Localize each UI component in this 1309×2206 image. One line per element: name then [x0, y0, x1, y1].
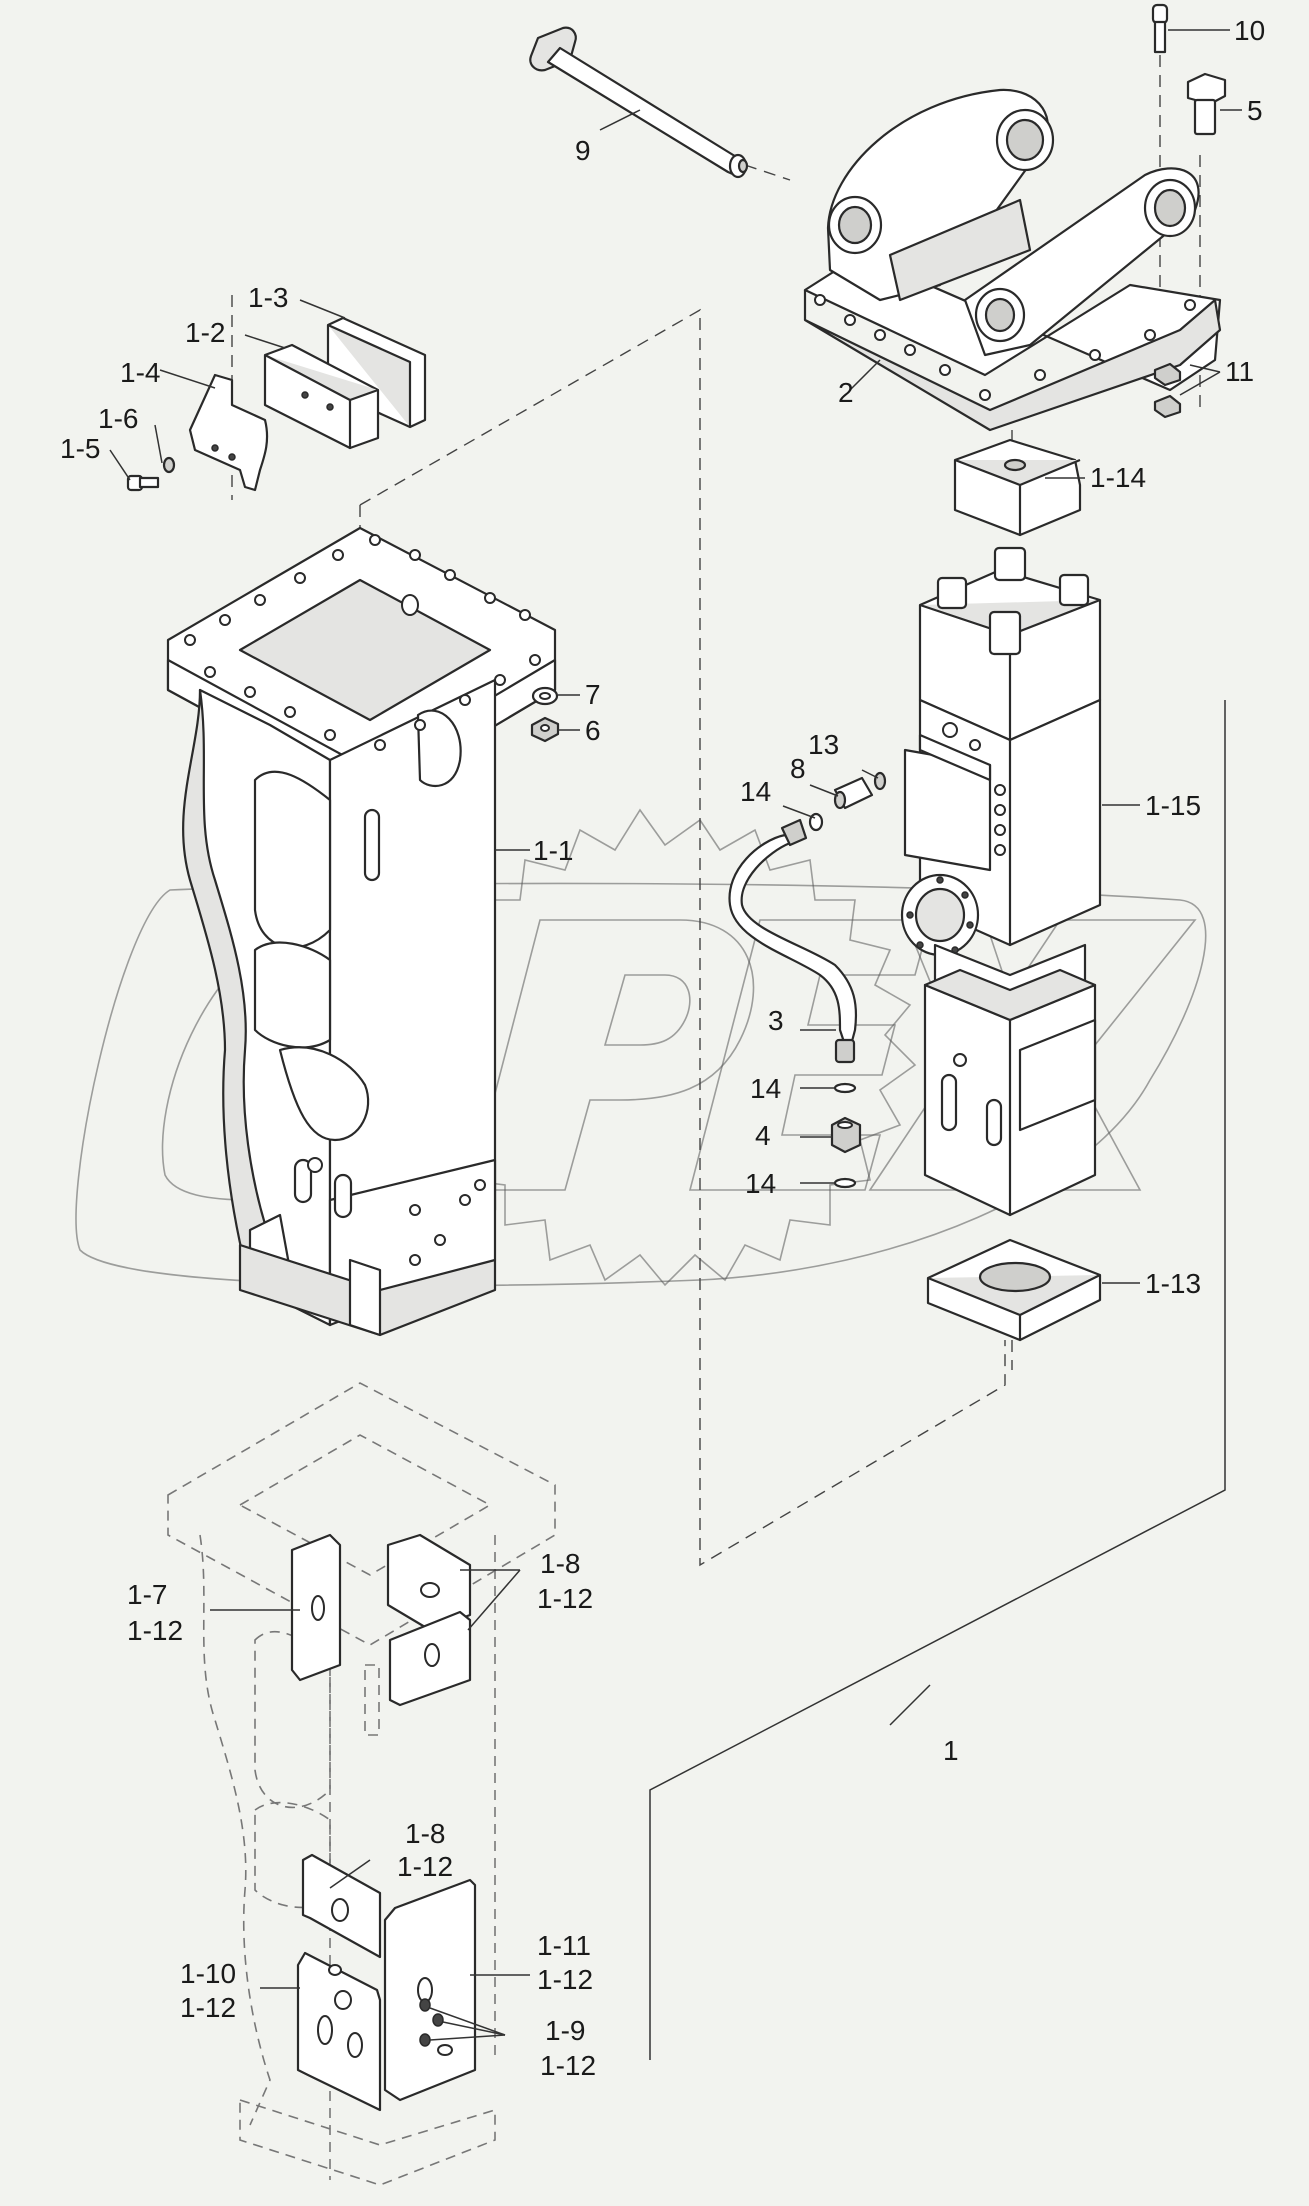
label-1-14: 1-14 [1090, 462, 1146, 493]
label-1-12-e: 1-12 [180, 1992, 236, 2023]
part-1-13-bushing [926, 1238, 1102, 1342]
part-14-o-ring-low [833, 1177, 857, 1189]
part-8-adapter [833, 776, 874, 810]
label-1-5: 1-5 [60, 433, 100, 464]
part-1-8-wear-plate-lower [301, 1853, 382, 1959]
label-1-4: 1-4 [120, 357, 160, 388]
part-1-14-buffer [953, 438, 1082, 537]
part-1-10-wear-plate [296, 1951, 382, 2112]
label-1-6: 1-6 [98, 403, 138, 434]
label-1-12-d: 1-12 [537, 1964, 593, 1995]
label-1-12-a: 1-12 [127, 1615, 183, 1646]
part-10-long-bolt [1151, 3, 1169, 54]
label-1-12-f: 1-12 [540, 2050, 596, 2081]
part-1-2-block [263, 343, 380, 450]
callout-labels: 10 5 9 11 2 1-3 1-2 1-4 1-6 1-5 1-14 7 6… [60, 15, 1265, 2081]
label-1-7: 1-7 [127, 1579, 167, 1610]
part-14-o-ring-mid [833, 1082, 857, 1094]
part-1-4-clip [188, 373, 269, 492]
part-1-11-wear-plate [383, 1878, 477, 2102]
label-6: 6 [585, 715, 601, 746]
label-11: 11 [1225, 356, 1254, 387]
part-5-bolt [1186, 72, 1227, 136]
part-1-5-screw [126, 474, 160, 492]
part-1-7-wear-plate [290, 1533, 342, 1682]
part-1-8-wear-plate-upper [386, 1533, 472, 1707]
label-1-8-upper: 1-8 [540, 1548, 580, 1579]
label-1-10: 1-10 [180, 1958, 236, 1989]
part-6-nut [530, 716, 560, 743]
label-1-11: 1-11 [537, 1930, 591, 1961]
part-1-15-hammer [900, 546, 1102, 1217]
valve-ports [942, 722, 1006, 856]
label-1-9: 1-9 [545, 2015, 585, 2046]
ghost-housing-outline [167, 1382, 556, 2186]
label-14-top: 14 [740, 776, 771, 807]
label-10: 10 [1234, 15, 1265, 46]
part-7-washer [531, 686, 559, 706]
housing-bolt-holes [184, 534, 541, 1266]
label-8: 8 [790, 753, 806, 784]
label-1-12-b: 1-12 [537, 1583, 593, 1614]
bracket-bolt-holes [814, 294, 1196, 401]
label-7: 7 [585, 679, 601, 710]
part-1-9-bolts [419, 1998, 444, 2047]
label-3: 3 [768, 1005, 784, 1036]
label-14-mid: 14 [750, 1073, 781, 1104]
leader-lines [109, 29, 1242, 2041]
part-4-nipple [830, 1116, 862, 1154]
label-9: 9 [575, 135, 591, 166]
label-1-3: 1-3 [248, 282, 288, 313]
label-2: 2 [838, 377, 854, 408]
label-1-12-c: 1-12 [397, 1851, 453, 1882]
label-1: 1 [943, 1735, 959, 1766]
part-3-hose [728, 818, 858, 1064]
watermark-letter-p [468, 919, 755, 1191]
part-2-bracket [803, 88, 1222, 432]
label-1-15: 1-15 [1145, 790, 1201, 821]
label-1-2: 1-2 [185, 317, 225, 348]
tie-rod-nuts [936, 546, 1090, 656]
part-13-fitting [873, 771, 887, 791]
part-1-1-housing [166, 526, 557, 1337]
part-9-pin [529, 26, 749, 179]
label-14-low: 14 [745, 1168, 776, 1199]
part-1-6-washer [162, 456, 176, 474]
label-13: 13 [808, 729, 839, 760]
part-11-nuts [1153, 362, 1182, 419]
label-1-1: 1-1 [533, 835, 573, 866]
label-4: 4 [755, 1120, 771, 1151]
watermark-swoosh [75, 882, 1207, 1287]
label-1-8-lower: 1-8 [405, 1818, 445, 1849]
label-1-13: 1-13 [1145, 1268, 1201, 1299]
label-5: 5 [1247, 95, 1263, 126]
